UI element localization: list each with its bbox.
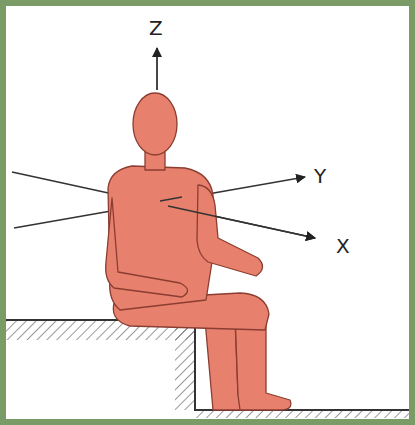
axis-label: Z (149, 18, 163, 38)
y-axis-front (160, 197, 182, 201)
x-axis-front (168, 206, 315, 238)
seated-body (106, 93, 291, 410)
ledge (6, 320, 409, 418)
axis-label: X (336, 236, 350, 256)
axis-label: Y (314, 166, 326, 186)
frame (3, 3, 412, 422)
z-axis (156, 48, 158, 90)
